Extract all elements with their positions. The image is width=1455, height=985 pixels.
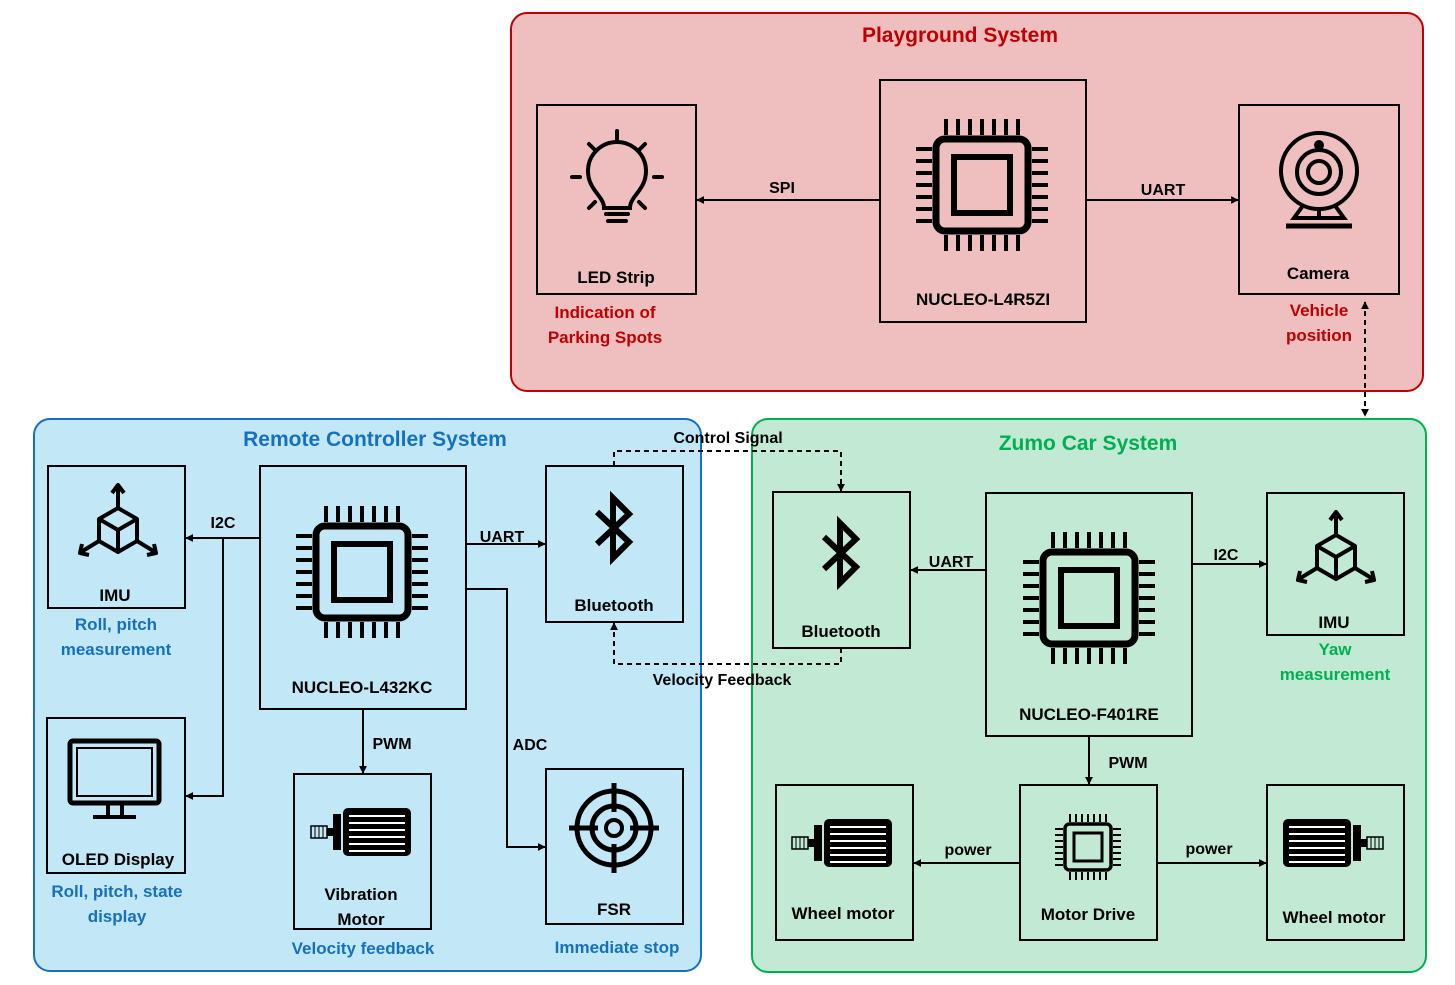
rc-bluetooth-label: Bluetooth: [574, 596, 653, 615]
uart-rc-link-label: UART: [480, 529, 525, 546]
car-imu-node: IMU: [1266, 492, 1405, 636]
fsr-label: FSR: [597, 900, 631, 919]
power-left-link-label: power: [944, 842, 991, 859]
nucleo-l4r5zi-label: NUCLEO-L4R5ZI: [916, 290, 1050, 309]
led-strip-label: LED Strip: [577, 268, 654, 287]
playground-system-panel: [510, 12, 1424, 392]
remote-controller-system-panel: [33, 418, 702, 972]
velocity-feedback-label: Velocity Feedback: [653, 672, 792, 689]
oled-note-line2: display: [88, 907, 147, 926]
fsr-node: FSR: [545, 768, 684, 925]
camera-node: Camera: [1238, 104, 1400, 295]
wheel-motor-left-node: Wheel motor: [775, 784, 914, 941]
wheel-motor-left-label: Wheel motor: [792, 904, 895, 923]
i2c-car-link-label: I2C: [1214, 547, 1239, 564]
car-imu-note-line1: Yaw: [1318, 640, 1352, 659]
spi-link-label: SPI: [769, 180, 795, 197]
playground-system-title: Playground System: [862, 24, 1058, 47]
lightbulb-icon: [570, 129, 664, 223]
target-icon: [569, 783, 659, 873]
uart-car-link-label: UART: [929, 554, 974, 571]
vibration-motor-node: Vibration Motor: [293, 773, 432, 930]
led-strip-note-line2: Parking Spots: [548, 328, 662, 347]
rc-imu-note-line1: Roll, pitch: [75, 615, 157, 634]
vibration-motor-label-line2: Motor: [337, 910, 385, 929]
car-bluetooth-label: Bluetooth: [801, 622, 880, 641]
power-right-link-label: power: [1185, 841, 1232, 858]
car-imu-label: IMU: [1318, 613, 1349, 632]
rc-imu-node: IMU: [47, 465, 186, 609]
adc-link-label: ADC: [513, 737, 548, 754]
led-strip-node: LED Strip: [536, 104, 697, 295]
camera-note-line2: position: [1286, 326, 1352, 345]
rc-imu-note-line2: measurement: [61, 640, 172, 659]
adc-link: [466, 588, 546, 851]
wheel-motor-right-label: Wheel motor: [1283, 908, 1386, 927]
monitor-icon: [67, 738, 162, 819]
pwm-car-link-label: PWM: [1108, 755, 1147, 772]
oled-display-node: OLED Display: [46, 717, 186, 874]
fsr-note: Immediate stop: [555, 938, 680, 957]
camera-label: Camera: [1287, 264, 1350, 283]
webcam-icon: [1279, 131, 1359, 229]
oled-display-label: OLED Display: [62, 850, 175, 869]
control-signal-link: [613, 450, 845, 492]
zumo-car-system-title: Zumo Car System: [999, 432, 1178, 455]
camera-note-line1: Vehicle: [1290, 301, 1349, 320]
nucleo-l432kc-label: NUCLEO-L432KC: [292, 678, 433, 697]
remote-controller-system-title: Remote Controller System: [243, 428, 507, 451]
vibration-motor-label-line1: Vibration: [324, 885, 397, 904]
car-imu-note-line2: measurement: [1280, 665, 1391, 684]
pwm-rc-link-label: PWM: [372, 736, 411, 753]
velocity-feedback-link: [610, 622, 842, 665]
zumo-car-system-panel: [751, 418, 1427, 973]
rc-imu-label: IMU: [99, 586, 130, 605]
motor-drive-label: Motor Drive: [1041, 905, 1135, 924]
nucleo-f401re-label: NUCLEO-F401RE: [1019, 705, 1159, 724]
uart-camera-link-label: UART: [1141, 182, 1186, 199]
vibration-motor-note: Velocity feedback: [292, 939, 435, 958]
led-strip-note-line1: Indication of: [554, 303, 655, 322]
oled-note-line1: Roll, pitch, state: [51, 882, 182, 901]
i2c-rc-link-label: I2C: [211, 515, 236, 532]
wheel-motor-right-node: Wheel motor: [1266, 784, 1405, 941]
i2c-rc-oled-link: [185, 538, 224, 800]
control-signal-label: Control Signal: [673, 430, 782, 447]
